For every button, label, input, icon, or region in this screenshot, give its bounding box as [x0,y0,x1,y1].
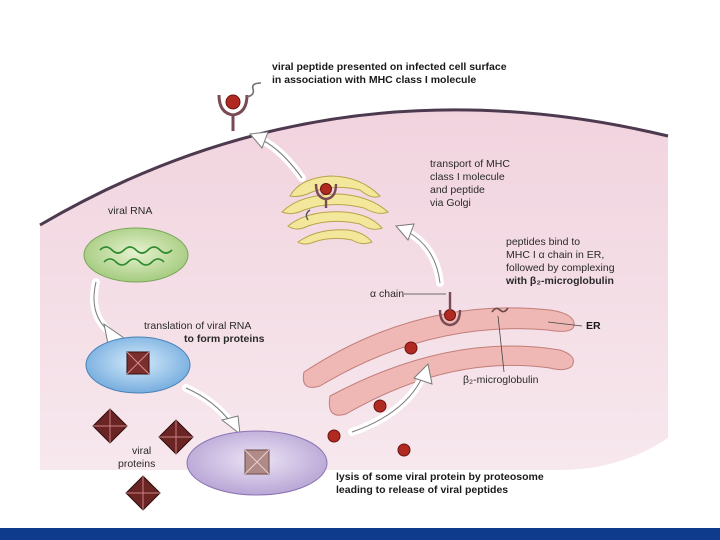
translation-line2: to form proteins [184,333,265,345]
viral-proteins-line1: viral [132,445,152,457]
free-viral-protein-1 [92,408,128,444]
peptide-binding-label: peptides bind to MHC I α chain in ER, fo… [506,236,615,288]
translation-vesicle [85,336,191,394]
cell-membrane [39,108,669,227]
viral-rna-label: viral RNA [108,205,153,217]
cytoplasm [40,109,668,470]
viral-peptide [373,399,387,413]
lysis-line1: lysis of some viral protein by proteosom… [336,471,544,483]
b2m-label: β₂-microglobulin [463,374,539,386]
er-label: ER [586,320,601,332]
viral-rna-vesicle [83,227,189,283]
viral-proteins-label: viral proteins [118,445,155,471]
free-viral-protein-3 [125,475,161,511]
peptide-binding-line2: MHC I α chain in ER, [506,249,605,261]
peptide-binding-line4: with β₂-microglobulin [506,275,614,287]
peptide-binding-line3: followed by complexing [506,262,615,274]
er-peptide [404,341,418,355]
viral-peptide [397,443,411,457]
viral-proteins-line2: proteins [118,458,156,470]
er-mhc-complex [438,292,462,327]
golgi-transport-line1: transport of MHC [430,158,510,170]
b2m-leader [497,315,505,373]
peptide-binding-line1: peptides bind to [506,236,581,248]
translation-line1: translation of viral RNA [144,320,252,332]
endoplasmic-reticulum [302,292,575,416]
er-leader [547,321,583,327]
surface-mhc-complex [217,82,262,131]
golgi-transport-line2: class I molecule [430,171,505,183]
viral-peptide [327,429,341,443]
golgi-transport-line4: via Golgi [430,197,471,209]
proteasome-vesicle [186,430,328,496]
viral-protein-icon [244,449,270,475]
viral-protein-icon [126,351,150,375]
golgi-transport-label: transport of MHC class I molecule and pe… [430,158,510,210]
translation-label: translation of viral RNA to form protein… [144,320,265,346]
golgi-transport-line3: and peptide [430,184,485,196]
alpha-chain-label: α chain [370,288,405,300]
free-viral-protein-2 [158,419,194,455]
surface-presentation-line2: in association with MHC class I molecule [272,74,477,86]
surface-presentation-line1: viral peptide presented on infected cell… [272,61,507,73]
bottom-bar [0,528,720,540]
lysis-line2: leading to release of viral peptides [336,484,509,496]
golgi-apparatus [281,175,389,245]
viral-rna-strand [99,246,173,254]
surface-presentation-label: viral peptide presented on infected cell… [272,61,507,87]
b2m-fold [491,307,509,313]
lysis-label: lysis of some viral protein by proteosom… [336,471,544,497]
